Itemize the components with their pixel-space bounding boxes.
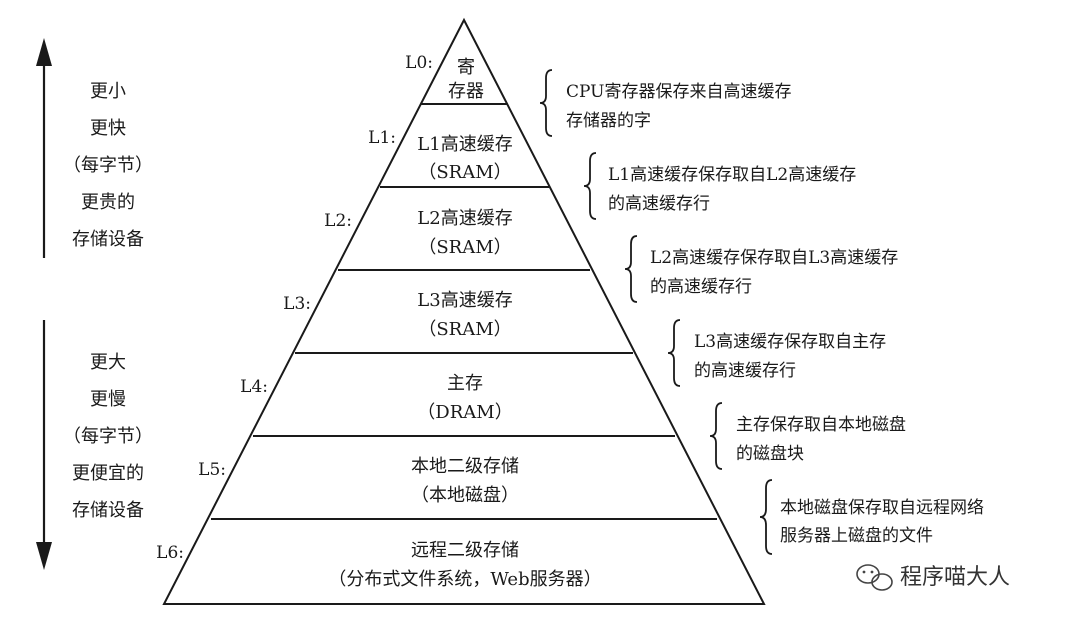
side-top-2: （每字节） bbox=[63, 155, 153, 176]
layer-texts: 寄 存器 L1高速缓存 （SRAM） L2高速缓存 （SRAM） L3高速缓存 … bbox=[328, 57, 601, 590]
side-top-1: 更快 bbox=[90, 118, 126, 139]
layer-l4-line-2: （DRAM） bbox=[417, 402, 512, 423]
brace-l3 bbox=[667, 319, 681, 387]
pyramid-outline bbox=[162, 17, 766, 605]
desc-l0-line-1: CPU寄存器保存来自高速缓存 bbox=[566, 82, 791, 102]
desc-l4-line-1: 主存保存取自本地磁盘 bbox=[736, 415, 906, 435]
brace-l0 bbox=[539, 69, 553, 137]
brace-l1 bbox=[583, 152, 597, 220]
level-label-l5: L5: bbox=[198, 460, 226, 480]
desc-l2-line-1: L2高速缓存保存取自L3高速缓存 bbox=[650, 248, 898, 268]
layer-l0-line-2: 存器 bbox=[448, 81, 484, 102]
side-bottom-1: 更慢 bbox=[90, 389, 126, 410]
side-bottom-3: 更便宜的 bbox=[72, 463, 144, 484]
side-bottom-4: 存储设备 bbox=[72, 500, 144, 521]
side-text-top: 更小 更快 （每字节） 更贵的 存储设备 bbox=[63, 81, 153, 250]
layer-l1-line-1: L1高速缓存 bbox=[417, 134, 512, 155]
level-labels: L0: L1: L2: L3: L4: L5: L6: bbox=[156, 53, 433, 563]
descriptions: CPU寄存器保存来自高速缓存 存储器的字 L1高速缓存保存取自L2高速缓存 的高… bbox=[566, 82, 984, 546]
layer-dividers bbox=[211, 103, 717, 520]
layer-l3-line-1: L3高速缓存 bbox=[417, 290, 512, 311]
desc-l1-line-2: 的高速缓存行 bbox=[608, 194, 710, 214]
layer-l6-line-2: （分布式文件系统，Web服务器） bbox=[328, 569, 601, 590]
brace-l2 bbox=[624, 235, 638, 303]
side-top-0: 更小 bbox=[90, 81, 126, 102]
brace-l4 bbox=[709, 402, 723, 470]
layer-l0-line-1: 寄 bbox=[457, 57, 475, 78]
brace-l5 bbox=[759, 479, 773, 555]
desc-l2-line-2: 的高速缓存行 bbox=[650, 277, 752, 297]
desc-l3-line-2: 的高速缓存行 bbox=[694, 361, 796, 381]
layer-l5-line-2: （本地磁盘） bbox=[411, 485, 519, 506]
level-label-l3: L3: bbox=[283, 294, 311, 314]
arrow-top bbox=[36, 38, 52, 258]
watermark-text: 程序喵大人 bbox=[900, 565, 1010, 590]
side-bottom-2: （每字节） bbox=[63, 426, 153, 447]
level-label-l2: L2: bbox=[324, 211, 352, 231]
layer-l4-line-1: 主存 bbox=[447, 373, 483, 394]
side-top-3: 更贵的 bbox=[81, 192, 135, 213]
watermark: 程序喵大人 bbox=[856, 564, 1010, 591]
desc-l4-line-2: 的磁盘块 bbox=[736, 444, 804, 464]
layer-l2-line-2: （SRAM） bbox=[418, 237, 511, 258]
layer-l6-line-1: 远程二级存储 bbox=[411, 540, 519, 561]
level-label-l6: L6: bbox=[156, 543, 184, 563]
desc-l1-line-1: L1高速缓存保存取自L2高速缓存 bbox=[608, 165, 856, 185]
desc-l0-line-2: 存储器的字 bbox=[566, 111, 651, 131]
level-label-l1: L1: bbox=[368, 128, 396, 148]
wechat-icon bbox=[856, 564, 893, 591]
layer-l5-line-1: 本地二级存储 bbox=[411, 456, 519, 477]
side-bottom-0: 更大 bbox=[90, 352, 126, 373]
desc-l5-line-2: 服务器上磁盘的文件 bbox=[780, 526, 933, 546]
level-label-l0: L0: bbox=[405, 53, 433, 73]
desc-l3-line-1: L3高速缓存保存取自主存 bbox=[694, 332, 886, 352]
side-top-4: 存储设备 bbox=[72, 229, 144, 250]
desc-l5-line-1: 本地磁盘保存取自远程网络 bbox=[780, 498, 984, 518]
layer-l2-line-1: L2高速缓存 bbox=[417, 208, 512, 229]
level-label-l4: L4: bbox=[240, 377, 268, 397]
side-text-bottom: 更大 更慢 （每字节） 更便宜的 存储设备 bbox=[63, 352, 153, 521]
layer-l3-line-2: （SRAM） bbox=[418, 319, 511, 340]
braces bbox=[539, 69, 773, 555]
layer-l1-line-2: （SRAM） bbox=[418, 162, 511, 183]
arrow-bottom bbox=[36, 320, 52, 570]
